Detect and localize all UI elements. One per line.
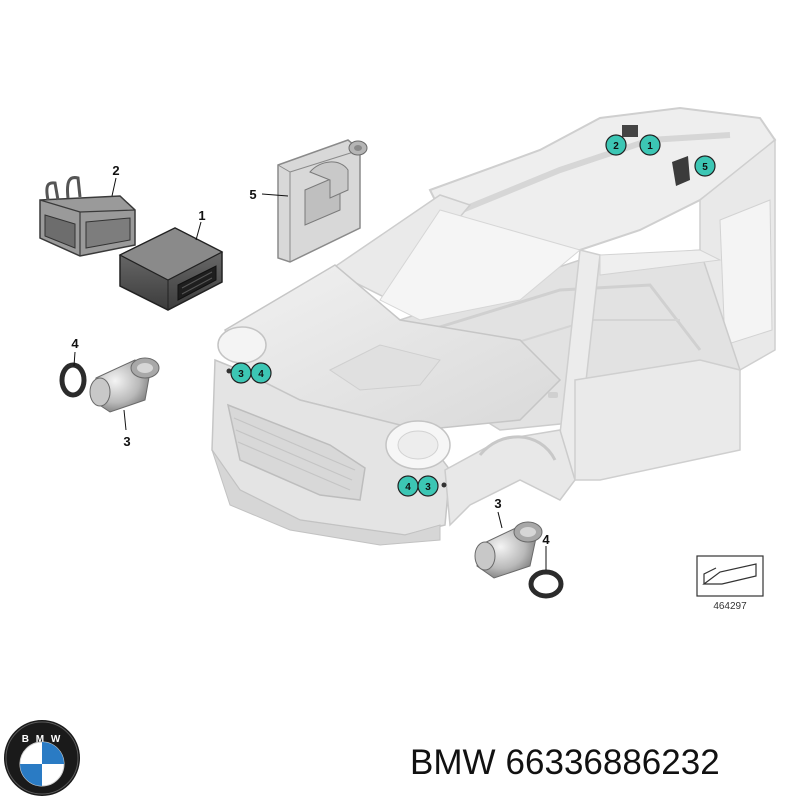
car-badge-front-left-sensor: 3 xyxy=(230,362,252,384)
rear-side-holder-icon xyxy=(672,156,690,186)
footer-part-code: 66336886232 xyxy=(505,743,720,782)
svg-text:3: 3 xyxy=(425,482,431,493)
bracket-part xyxy=(39,176,136,257)
leader-line-sensor-holder xyxy=(261,193,289,197)
leader-line-seal-left xyxy=(73,351,76,367)
callout-sensor-holder: 5 xyxy=(249,187,256,202)
car-body-illustration xyxy=(211,106,777,546)
svg-text:1: 1 xyxy=(647,141,653,152)
footer-brand-name: BMW xyxy=(410,743,496,782)
callout-bracket: 2 xyxy=(112,163,119,178)
bmw-logo: B M W xyxy=(4,720,80,796)
sensor-right xyxy=(474,521,543,579)
sensor-holder-part xyxy=(277,139,368,263)
car-badge-rear-top-left: 2 xyxy=(605,134,627,156)
svg-text:4: 4 xyxy=(405,482,411,493)
car-badge-rear-top-right: 1 xyxy=(639,134,661,156)
svg-text:5: 5 xyxy=(702,162,708,173)
car-badge-front-left-ring: 4 xyxy=(250,362,272,384)
leader-line-sensor-left xyxy=(123,409,127,431)
seal-ring-right xyxy=(528,569,564,599)
svg-text:2: 2 xyxy=(613,141,619,152)
callout-seal-right: 4 xyxy=(542,532,550,547)
car-badge-rear-side: 5 xyxy=(694,155,716,177)
reference-number: 464297 xyxy=(713,601,747,612)
leader-line-sensor-right xyxy=(497,511,503,529)
car-badge-front-right-sensor: 3 xyxy=(417,475,439,497)
callout-seal-left: 4 xyxy=(71,336,79,351)
svg-text:B M W: B M W xyxy=(22,734,63,745)
svg-text:4: 4 xyxy=(258,369,264,380)
callout-sensor-right: 3 xyxy=(494,496,501,511)
reference-symbol-box xyxy=(696,555,764,597)
control-unit-part xyxy=(118,227,224,311)
leader-line-control-unit xyxy=(195,221,202,241)
seal-ring-left xyxy=(59,362,87,398)
car-badge-front-right-ring: 4 xyxy=(397,475,419,497)
leader-line-bracket xyxy=(111,177,117,197)
callout-sensor-left: 3 xyxy=(123,434,130,449)
rear-mounted-sensor-icon xyxy=(622,125,638,137)
callout-control-unit: 1 xyxy=(198,208,205,223)
svg-text:3: 3 xyxy=(238,369,244,380)
sensor-left xyxy=(89,357,160,413)
